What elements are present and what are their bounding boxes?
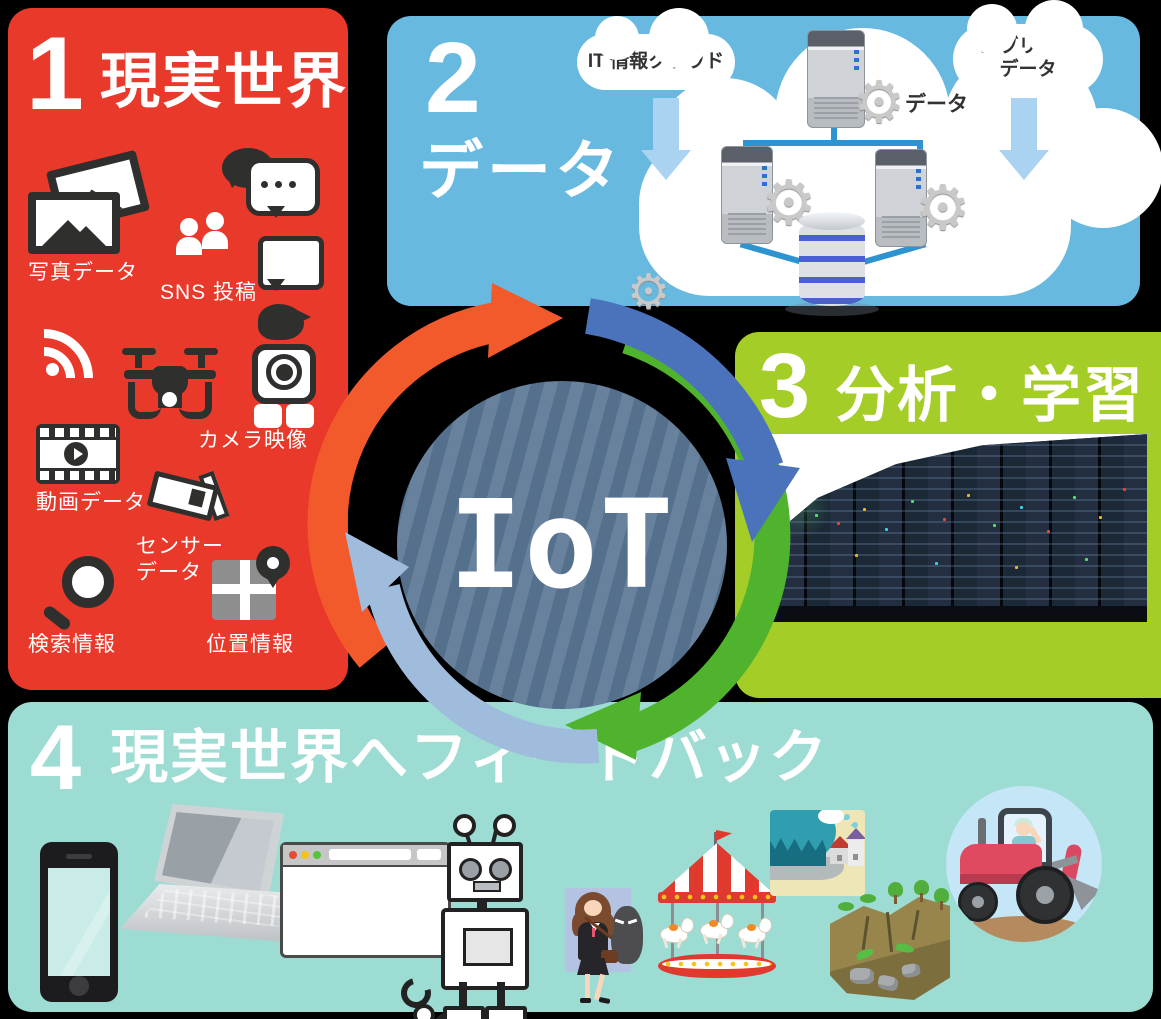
it-cloud-label: IT 情報クラウド <box>587 50 725 72</box>
carousel-illustration <box>658 830 778 984</box>
panel-4-number: 4 <box>30 707 82 809</box>
bird-icon <box>245 298 320 346</box>
map-pin-icon <box>212 546 290 632</box>
drone-icon <box>120 348 220 434</box>
gear-icon <box>853 68 905 136</box>
panel-3-number: 3 <box>759 335 811 437</box>
server-racks <box>755 434 1147 622</box>
panel-3-title: 分析・学習 <box>835 362 1145 429</box>
iot-center-badge: IoT <box>397 381 727 709</box>
laptop-illustration <box>120 804 300 962</box>
server-room-photo <box>755 434 1147 622</box>
panel-real-world: 1 現実世界 写真データ SNS 投稿 カメラ映像 動画データ <box>8 8 348 690</box>
public-data-bubble: パブリック データ <box>953 0 1103 94</box>
panel-data-cloud: 2 データ IT 情報クラウド パブリック データ データ <box>387 0 1161 316</box>
photo-data-label: 写真データ <box>28 261 138 284</box>
panel-4-title: 現実世界へフィードバック <box>110 725 829 790</box>
smartphone-illustration <box>40 842 118 1002</box>
panel-1-number: 1 <box>26 16 84 132</box>
search-icon <box>41 556 114 632</box>
panel-feedback: 4 現実世界へフィードバック <box>8 702 1153 1019</box>
database-icon <box>799 212 865 306</box>
it-cloud-bubble: IT 情報クラウド <box>577 8 735 90</box>
public-data-label: パブリック データ <box>980 36 1076 80</box>
chat-bubble-icon <box>246 158 320 218</box>
cctv-sensor-icon <box>146 470 230 536</box>
location-info-label: 位置情報 <box>206 633 294 656</box>
sns-post-label: SNS 投稿 <box>160 281 258 304</box>
gear-data-label: データ <box>905 93 968 116</box>
panel-analysis-learning: 3 分析・学習 <box>735 332 1161 698</box>
panel-1-title: 現実世界 <box>100 48 348 115</box>
panel-2-title: データ <box>419 135 623 207</box>
woman-illustration <box>563 882 648 1010</box>
users-icon <box>176 212 240 260</box>
panel-2-number: 2 <box>425 22 481 134</box>
robot-illustration <box>395 814 548 1019</box>
gear-icon <box>915 171 971 244</box>
rss-signal-icon <box>44 326 96 378</box>
tractor-illustration <box>946 786 1102 942</box>
video-film-icon <box>36 424 120 484</box>
webcam-icon <box>252 344 316 434</box>
gear-icon <box>627 264 670 320</box>
iot-label: IoT <box>448 474 676 616</box>
sensor-data-label: センサー データ <box>136 535 224 585</box>
camera-footage-label: カメラ映像 <box>198 429 308 452</box>
search-info-label: 検索情報 <box>28 633 116 656</box>
landslide-illustration <box>826 880 954 1004</box>
photo-data-icon <box>28 149 151 262</box>
square-bubble-icon <box>258 236 324 291</box>
tsunami-seawall-illustration <box>770 810 865 896</box>
video-data-label: 動画データ <box>36 491 146 514</box>
